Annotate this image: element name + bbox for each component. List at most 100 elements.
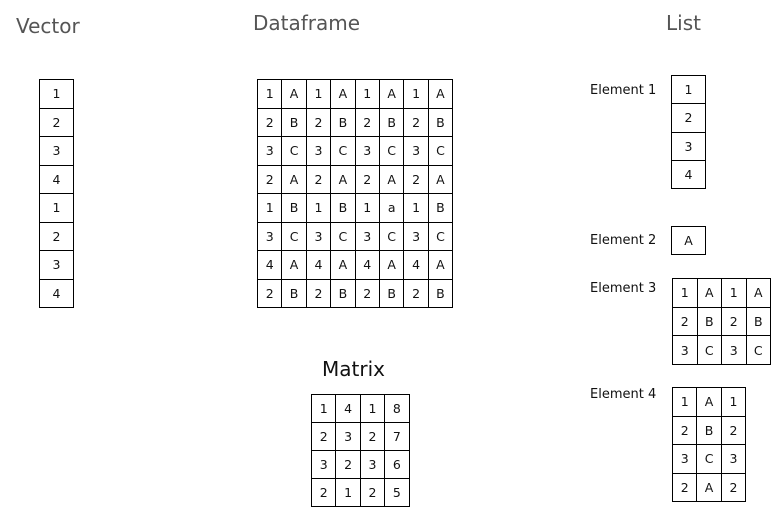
grid-row: 4	[39, 278, 74, 308]
list-element-2-label: Element 2	[590, 233, 657, 248]
grid-cell: 3	[359, 450, 386, 479]
grid-cell: 2	[354, 107, 380, 137]
grid-cell: 2	[720, 472, 747, 502]
grid-cell: A	[696, 278, 722, 308]
list-element-3-label: Element 3	[590, 281, 657, 296]
grid-cell: 2	[403, 278, 429, 308]
grid-row: A	[671, 225, 706, 256]
grid-cell: B	[330, 278, 356, 308]
list-element-2-grid: A	[671, 225, 706, 256]
grid-cell: 2	[403, 164, 429, 194]
grid-cell: 2	[256, 278, 283, 308]
grid-cell: A	[427, 164, 454, 194]
grid-cell: B	[281, 107, 307, 137]
grid-cell: 3	[39, 250, 74, 280]
grid-cell: B	[281, 278, 307, 308]
grid-cell: 1	[671, 74, 706, 105]
grid-cell: 2	[672, 306, 698, 337]
list-element-1-label: Element 1	[590, 83, 657, 98]
grid-cell: 4	[256, 250, 283, 280]
grid-cell: A	[330, 79, 356, 109]
grid-cell: A	[427, 79, 454, 109]
grid-cell: 4	[39, 164, 74, 194]
grid-row: 4	[39, 164, 74, 194]
grid-cell: 1	[721, 278, 747, 308]
grid-cell: 2	[256, 107, 283, 137]
grid-cell: 3	[672, 335, 698, 366]
grid-cell: 4	[39, 278, 74, 308]
grid-cell: 3	[354, 136, 380, 166]
grid-cell: B	[330, 193, 356, 223]
grid-cell: 1	[354, 79, 380, 109]
grid-cell: 3	[39, 136, 74, 166]
grid-cell: 3	[403, 136, 429, 166]
grid-cell: 1	[305, 193, 332, 223]
grid-cell: 6	[384, 450, 410, 479]
grid-cell: C	[696, 444, 722, 474]
grid-cell: 2	[359, 478, 386, 507]
list-title: List	[666, 11, 701, 35]
grid-cell: 3	[256, 136, 283, 166]
grid-cell: B	[427, 278, 454, 308]
grid-row: 1	[671, 74, 706, 105]
grid-cell: B	[745, 306, 771, 337]
grid-row: 2	[671, 103, 706, 133]
grid-cell: C	[745, 335, 771, 366]
grid-cell: 1	[354, 193, 380, 223]
list-element-4-label: Element 4	[590, 387, 657, 402]
grid-cell: 2	[671, 103, 706, 133]
grid-cell: 4	[354, 250, 380, 280]
grid-cell: B	[281, 193, 307, 223]
grid-cell: 2	[335, 450, 361, 479]
grid-cell: 1	[305, 79, 332, 109]
grid-cell: 7	[384, 422, 410, 451]
grid-cell: 2	[305, 107, 332, 137]
grid-cell: 3	[721, 335, 747, 366]
grid-cell: 2	[39, 107, 74, 137]
grid-cell: 2	[671, 415, 698, 445]
grid-cell: B	[330, 107, 356, 137]
grid-cell: 3	[671, 444, 698, 474]
grid-cell: A	[427, 250, 454, 280]
grid-cell: 1	[359, 394, 386, 423]
grid-cell: A	[330, 164, 356, 194]
grid-cell: 3	[671, 131, 706, 161]
grid-cell: 1	[403, 79, 429, 109]
grid-cell: 1	[335, 478, 361, 507]
grid-cell: 1	[310, 394, 337, 423]
grid-cell: 2	[305, 164, 332, 194]
grid-cell: C	[378, 221, 405, 251]
vector-title: Vector	[16, 14, 80, 38]
grid-cell: A	[378, 164, 405, 194]
grid-cell: 1	[39, 193, 74, 223]
grid-cell: 2	[256, 164, 283, 194]
grid-row: 3	[39, 250, 74, 280]
grid-cell: 2	[720, 415, 747, 445]
grid-cell: 2	[359, 422, 386, 451]
grid-cell: 2	[305, 278, 332, 308]
grid-cell: 1	[39, 79, 74, 109]
grid-row: 4	[671, 159, 706, 190]
grid-cell: B	[696, 415, 722, 445]
grid-cell: B	[427, 193, 454, 223]
grid-cell: 3	[305, 221, 332, 251]
grid-cell: B	[378, 107, 405, 137]
grid-cell: 1	[256, 193, 283, 223]
grid-cell: 3	[403, 221, 429, 251]
grid-cell: 3	[335, 422, 361, 451]
